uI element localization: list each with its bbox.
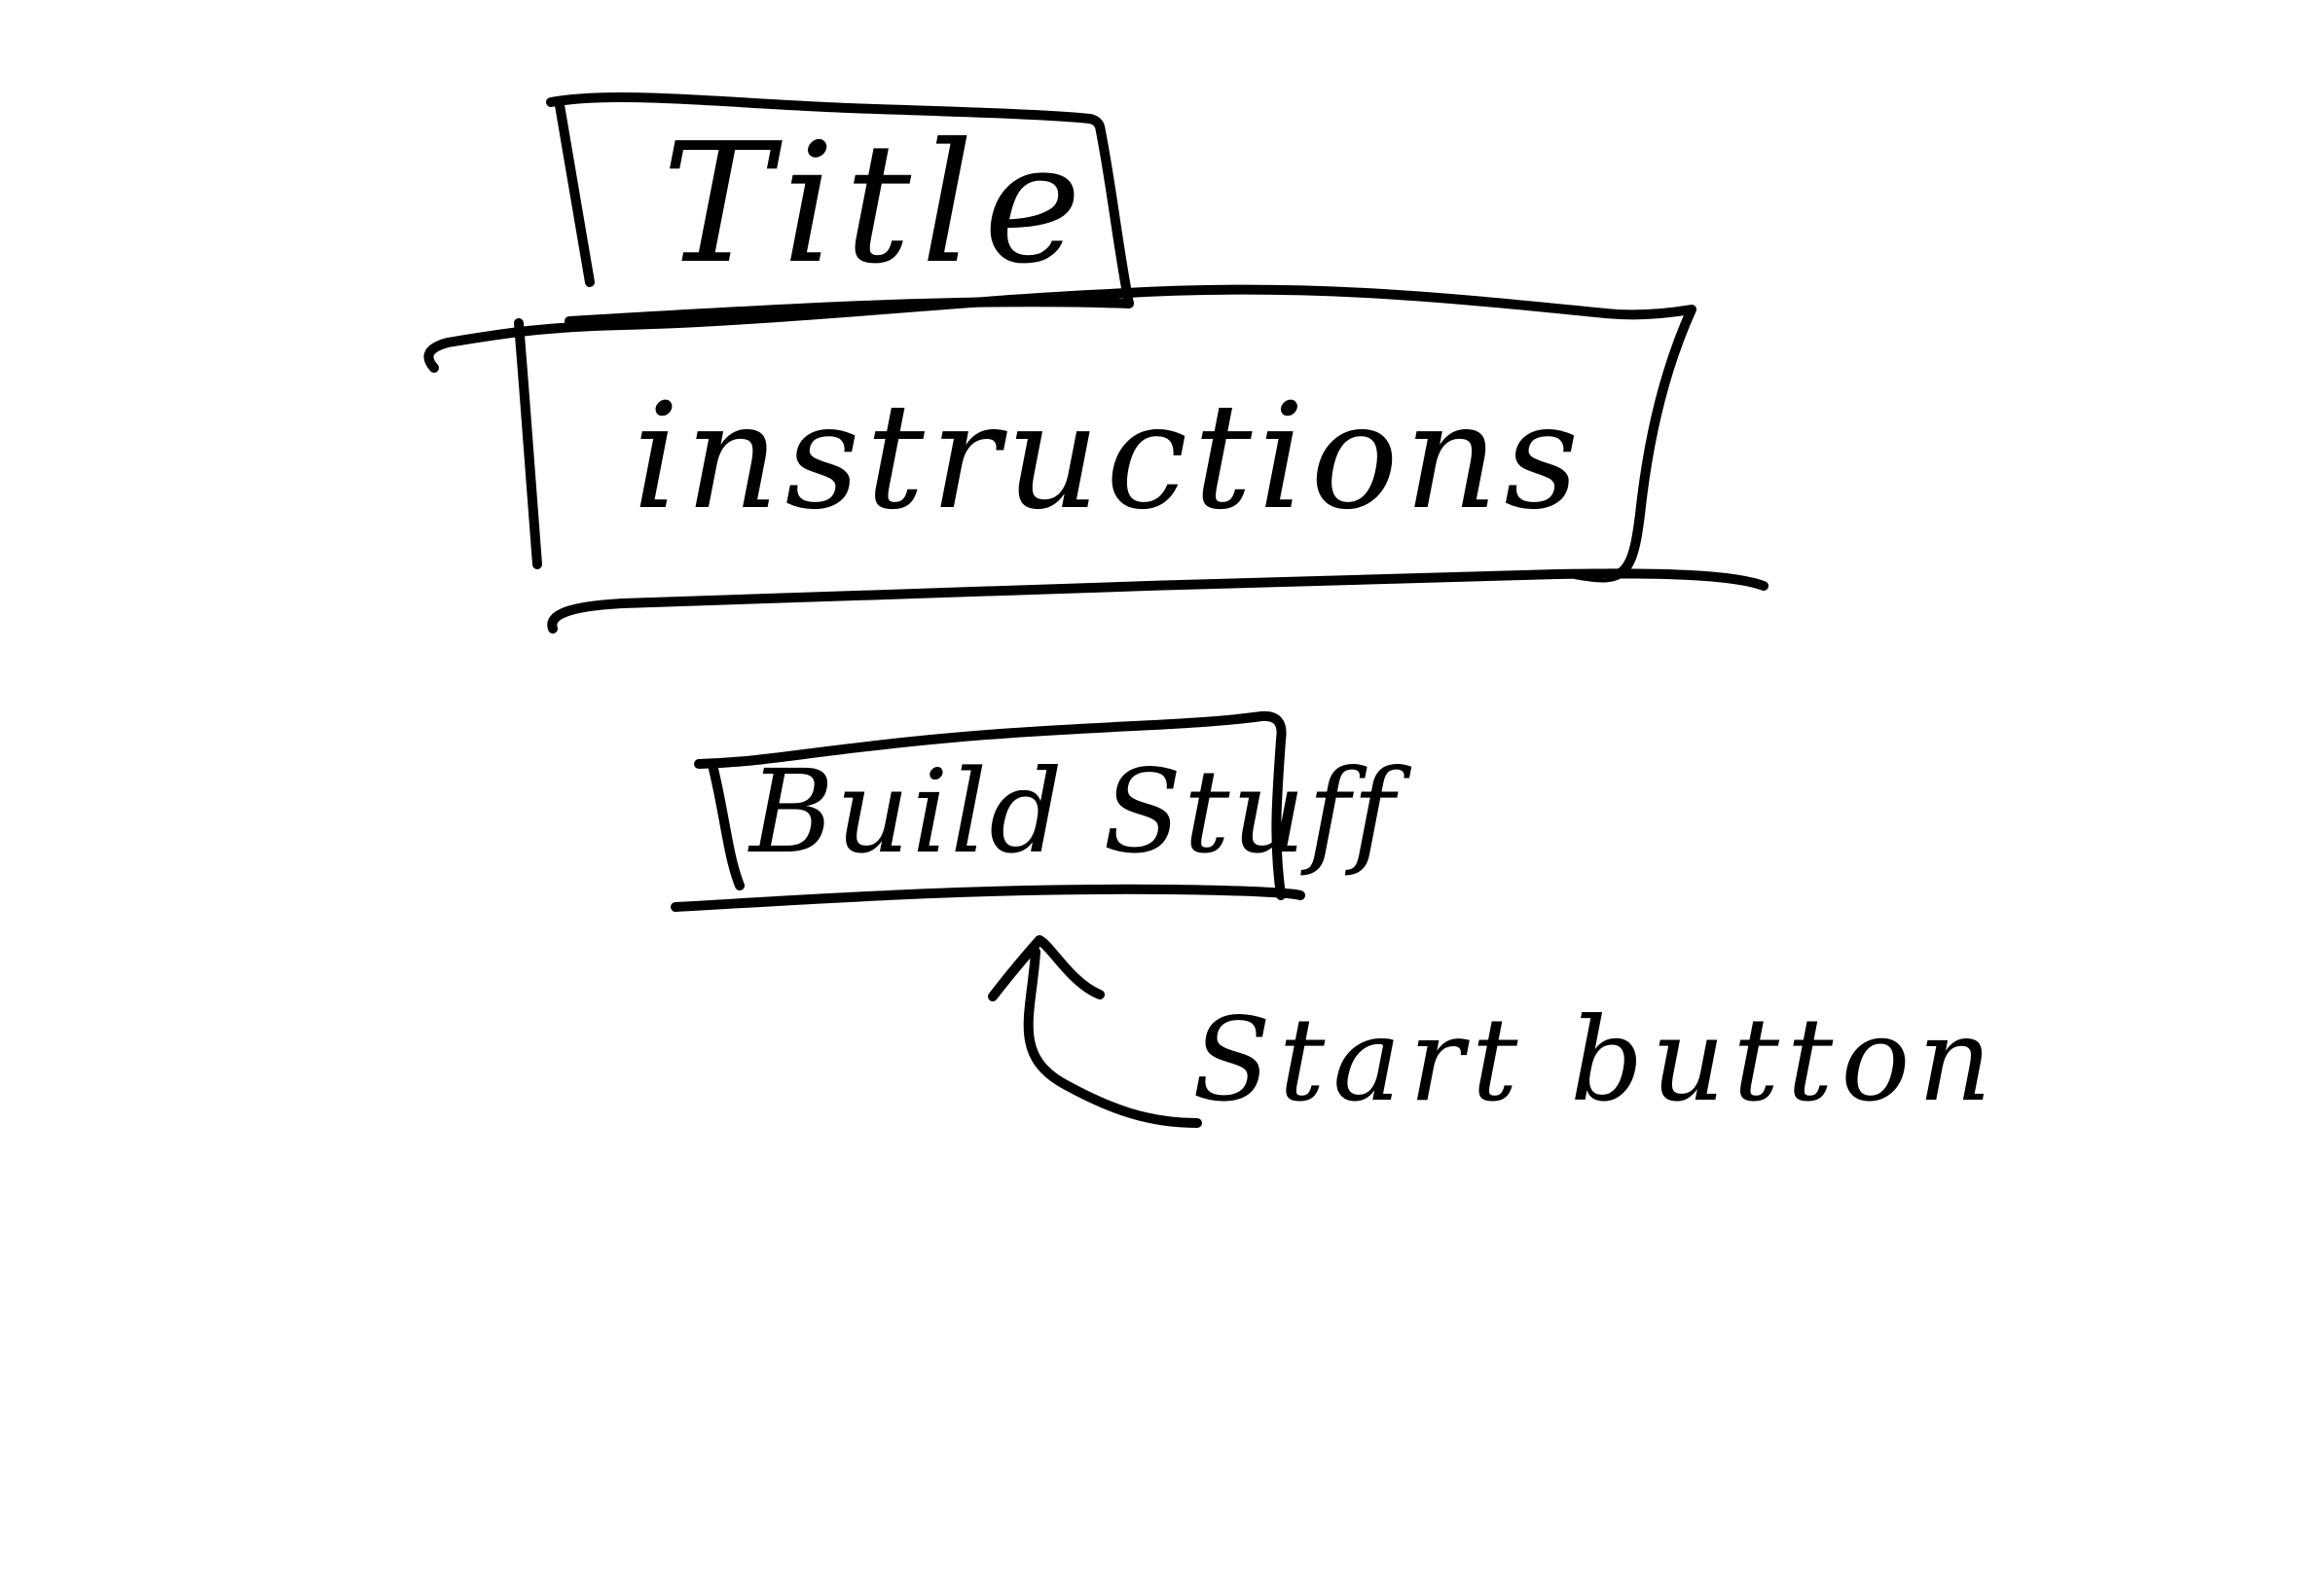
start-button-label: Build Stuff: [749, 744, 1397, 879]
annotation-label: Start button: [1192, 993, 2000, 1127]
start-button-box-outline: [671, 710, 1305, 912]
instructions-box-outline: [423, 284, 1768, 634]
instructions-label: instructions: [633, 373, 1586, 542]
annotation-arrow: [988, 935, 1202, 1128]
title-label: Title: [662, 108, 1092, 301]
